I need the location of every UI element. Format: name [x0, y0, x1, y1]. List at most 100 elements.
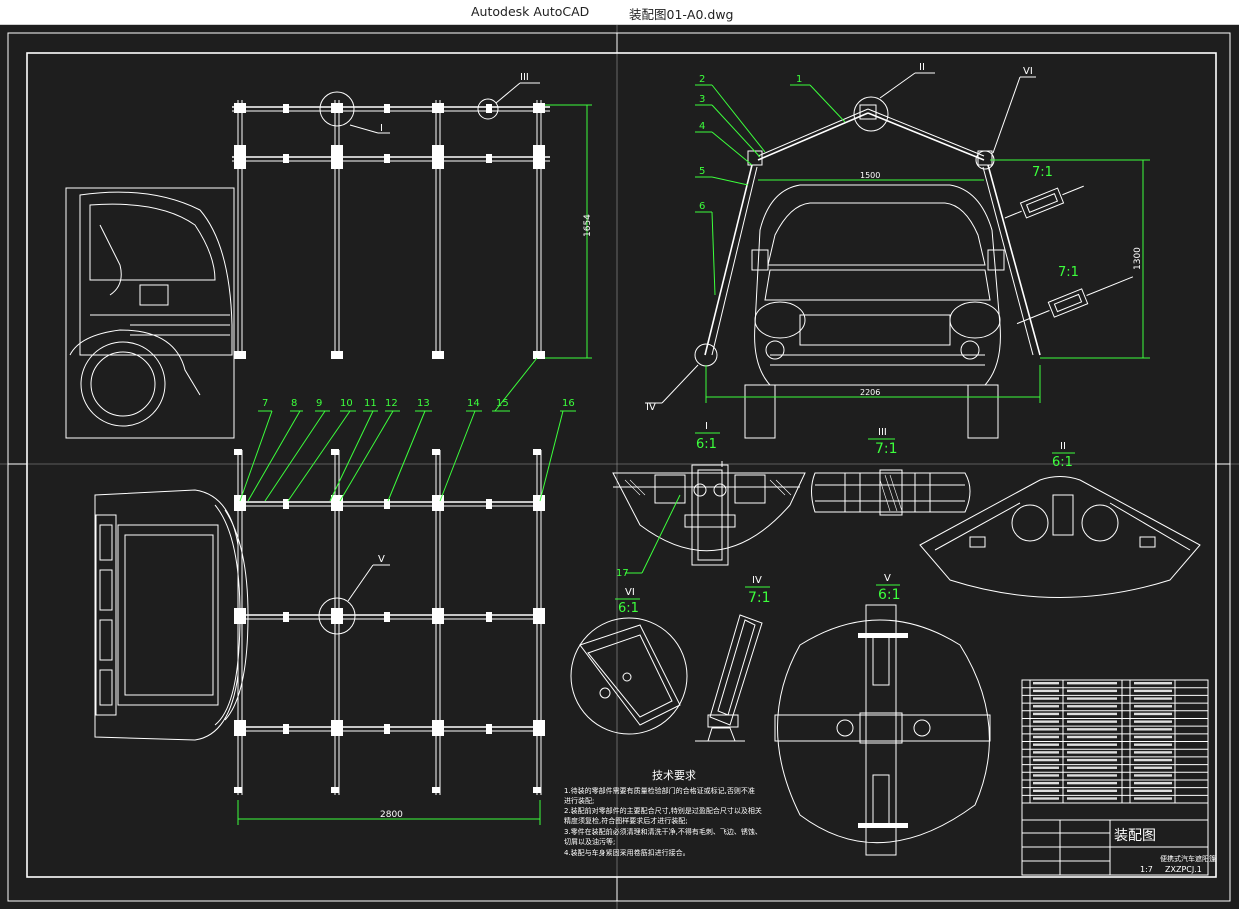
svg-text:精度须复检,符合图样要求后才进行装配;: 精度须复检,符合图样要求后才进行装配; — [564, 816, 688, 825]
svg-text:III: III — [878, 427, 887, 438]
parts-list-cell — [1033, 758, 1059, 762]
parts-list-cell — [1134, 766, 1172, 769]
dim-1500: 1500 — [860, 171, 880, 180]
marker-I: I — [380, 123, 383, 134]
parts-list-cell — [1134, 781, 1172, 785]
drawing-number: ZXZPCJ.1 — [1165, 865, 1202, 874]
parts-list-cell — [1134, 689, 1172, 693]
sheet-number: 1:7 — [1140, 865, 1153, 874]
detail-IV-scale: 7:1 — [748, 590, 771, 606]
title-bar: Autodesk AutoCAD 装配图01-A0.dwg — [0, 0, 1239, 25]
parts-list-cell — [1033, 766, 1059, 769]
tech-requirements: 技术要求 1.待装的零部件需要有质量检验部门的合格证或标记,否则不准 进行装配;… — [564, 769, 762, 857]
svg-text:IV: IV — [752, 575, 762, 586]
parts-list-cell — [1067, 689, 1117, 693]
parts-list-cell — [1067, 781, 1117, 785]
app-title: Autodesk AutoCAD — [471, 4, 590, 19]
parts-list-cell — [1134, 682, 1172, 685]
document-title: 装配图01-A0.dwg — [629, 7, 734, 22]
sheet-inner-frame — [26, 52, 1217, 878]
marker-IV: IV — [646, 402, 656, 413]
detail-V-scale: 6:1 — [878, 587, 901, 603]
detail-VI: VI 6:1 — [570, 587, 688, 735]
product-name: 便携式汽车遮阳篷 — [1160, 854, 1216, 863]
drawing-viewport[interactable]: 1654 I III — [0, 25, 1239, 909]
drawing-title: 装配图 — [1114, 828, 1156, 844]
dim-2206: 2206 — [860, 388, 880, 397]
part-number-10: 10 — [340, 398, 353, 409]
part-number-1: 1 — [796, 74, 802, 85]
marker-II: II — [919, 62, 925, 73]
parts-list-cell — [1067, 789, 1117, 793]
parts-list-cell — [1067, 705, 1117, 708]
parts-list-cell — [1067, 751, 1117, 754]
title-block[interactable]: 装配图 便携式汽车遮阳篷 1:7 ZXZPCJ.1 — [1021, 679, 1216, 876]
part-number-3: 3 — [699, 94, 705, 105]
parts-list-cell — [1134, 712, 1172, 716]
svg-text:3.零件在装配前必须清理和清洗干净,不得有毛刺、飞边、锈蚀、: 3.零件在装配前必须清理和清洗干净,不得有毛刺、飞边、锈蚀、 — [564, 827, 762, 836]
part-leaders-plan: 7 8 9 10 11 12 13 14 15 16 — [239, 357, 576, 502]
parts-list-cell — [1134, 751, 1172, 754]
part-leaders-front: 1 2 3 4 5 6 — [695, 74, 846, 296]
side-view: 1654 I III — [65, 72, 593, 439]
parts-list-cell — [1033, 689, 1059, 693]
svg-text:I: I — [705, 421, 708, 432]
parts-list-cell — [1067, 774, 1117, 777]
parts-list-cell — [1033, 743, 1059, 746]
detail-II-scale: 6:1 — [1052, 455, 1073, 470]
parts-list-cell — [1067, 797, 1117, 800]
dim-1300: 1300 — [1133, 247, 1143, 270]
drawing-canvas[interactable]: 1654 I III — [0, 25, 1239, 909]
parts-list-cell — [1134, 728, 1172, 731]
part-number-5: 5 — [699, 166, 705, 177]
marker-VI: VI — [1023, 66, 1033, 77]
parts-list-cell — [1033, 797, 1059, 800]
parts-list-cell — [1033, 728, 1059, 731]
detail-VI-scale: 6:1 — [618, 601, 639, 616]
part-number-2: 2 — [699, 74, 705, 85]
parts-list-cell — [1033, 774, 1059, 777]
parts-list-cell — [1134, 774, 1172, 777]
detail-V: V 6:1 — [774, 573, 991, 856]
parts-list-cell — [1067, 682, 1117, 685]
part-number-14: 14 — [467, 398, 480, 409]
parts-list-cell — [1067, 712, 1117, 716]
marker-III: III — [520, 72, 529, 83]
part-number-11: 11 — [364, 398, 377, 409]
parts-list-cell — [1033, 751, 1059, 754]
plan-view: V 2800 — [94, 449, 545, 825]
parts-list-cell — [1067, 743, 1117, 746]
svg-text:1.待装的零部件需要有质量检验部门的合格证或标记,否则不准: 1.待装的零部件需要有质量检验部门的合格证或标记,否则不准 — [564, 786, 755, 795]
parts-list-cell — [1067, 720, 1117, 723]
parts-list-cell — [1067, 728, 1117, 731]
svg-text:VI: VI — [625, 587, 635, 598]
section-scale-a: 7:1 — [1032, 165, 1053, 180]
detail-I: I 6:1 17 — [612, 421, 806, 579]
parts-list-cell — [1033, 789, 1059, 793]
parts-list-cell — [1134, 720, 1172, 723]
detail-II: II 6:1 — [919, 441, 1201, 598]
svg-text:4.装配与车身紧固采用卷筋扣进行接合。: 4.装配与车身紧固采用卷筋扣进行接合。 — [564, 848, 690, 857]
parts-list-cell — [1067, 735, 1117, 739]
parts-list-cell — [1134, 789, 1172, 793]
tech-requirements-title: 技术要求 — [652, 769, 696, 782]
part-number-17: 17 — [616, 568, 629, 579]
part-number-8: 8 — [291, 398, 297, 409]
parts-list-cell — [1033, 735, 1059, 739]
part-number-7: 7 — [262, 398, 268, 409]
part-number-4: 4 — [699, 121, 705, 132]
parts-list-cell — [1134, 743, 1172, 746]
parts-list-cell — [1033, 712, 1059, 716]
front-view: 1500 2206 1300 7:1 7:1 II VI — [645, 62, 1150, 439]
sheet-outer-frame — [7, 32, 1231, 902]
parts-list-cell — [1033, 697, 1059, 700]
parts-list-cell — [1033, 781, 1059, 785]
parts-list-cell — [1134, 705, 1172, 708]
part-number-6: 6 — [699, 201, 705, 212]
parts-list-cell — [1067, 758, 1117, 762]
parts-list-cell — [1134, 797, 1172, 800]
parts-list-cell — [1067, 697, 1117, 700]
svg-text:V: V — [884, 573, 891, 584]
part-number-13: 13 — [417, 398, 430, 409]
svg-text:切屑以及油污等;: 切屑以及油污等; — [564, 837, 615, 846]
